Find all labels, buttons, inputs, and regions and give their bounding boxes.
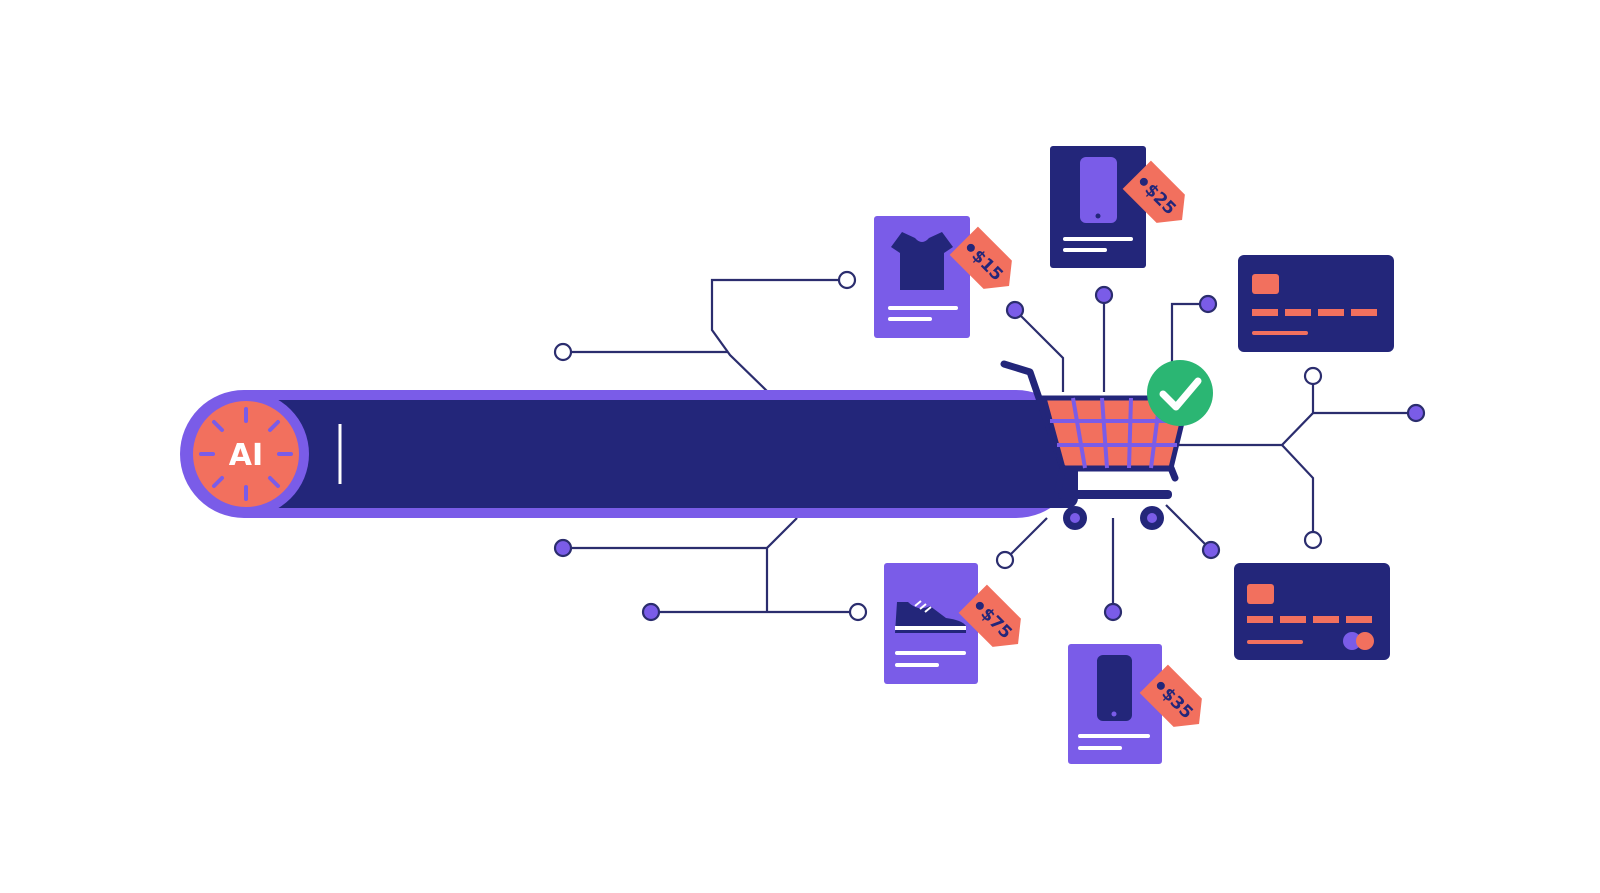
node-filled <box>1103 602 1123 622</box>
card-brand-icon <box>1343 632 1361 650</box>
node-open <box>995 550 1015 570</box>
checkmark-icon <box>1147 360 1213 426</box>
node-open <box>1303 530 1323 550</box>
connector-nodes <box>553 270 1426 622</box>
node-filled <box>1406 403 1426 423</box>
node-open <box>848 602 868 622</box>
payment-card[interactable] <box>1238 255 1394 352</box>
ai-badge-label: AI <box>229 438 263 473</box>
phone-icon <box>1097 655 1132 721</box>
credit-card-icon <box>1238 255 1394 352</box>
node-open <box>1303 366 1323 386</box>
connector-lines <box>564 278 1415 614</box>
cart-base <box>1058 490 1172 499</box>
node-filled <box>1201 540 1221 560</box>
payment-card[interactable] <box>1234 563 1390 660</box>
price-tag: $35 <box>1139 664 1202 727</box>
product-card-sneaker[interactable] <box>884 563 978 684</box>
node-filled <box>641 602 661 622</box>
product-card-phone[interactable] <box>1068 644 1162 764</box>
node-filled <box>1198 294 1218 314</box>
node-open <box>837 270 857 290</box>
sparkle-icon <box>199 407 293 501</box>
sneaker-icon <box>895 602 966 633</box>
node-filled <box>1005 300 1025 320</box>
shopping-cart-icon[interactable] <box>1000 360 1192 530</box>
price-tag: $15 <box>949 226 1012 289</box>
node-filled <box>553 538 573 558</box>
search-input[interactable] <box>248 400 1078 508</box>
phone-icon <box>1080 157 1117 223</box>
tshirt-icon <box>891 232 953 290</box>
ai-search-bar[interactable]: AI <box>180 390 1080 518</box>
price-tag: $25 <box>1122 160 1185 223</box>
node-filled <box>1094 285 1114 305</box>
node-open <box>553 342 573 362</box>
cart-grid <box>1040 395 1192 471</box>
product-card-phone[interactable] <box>1050 146 1146 268</box>
product-card-tshirt[interactable] <box>874 216 970 338</box>
price-tag: $75 <box>958 584 1021 647</box>
